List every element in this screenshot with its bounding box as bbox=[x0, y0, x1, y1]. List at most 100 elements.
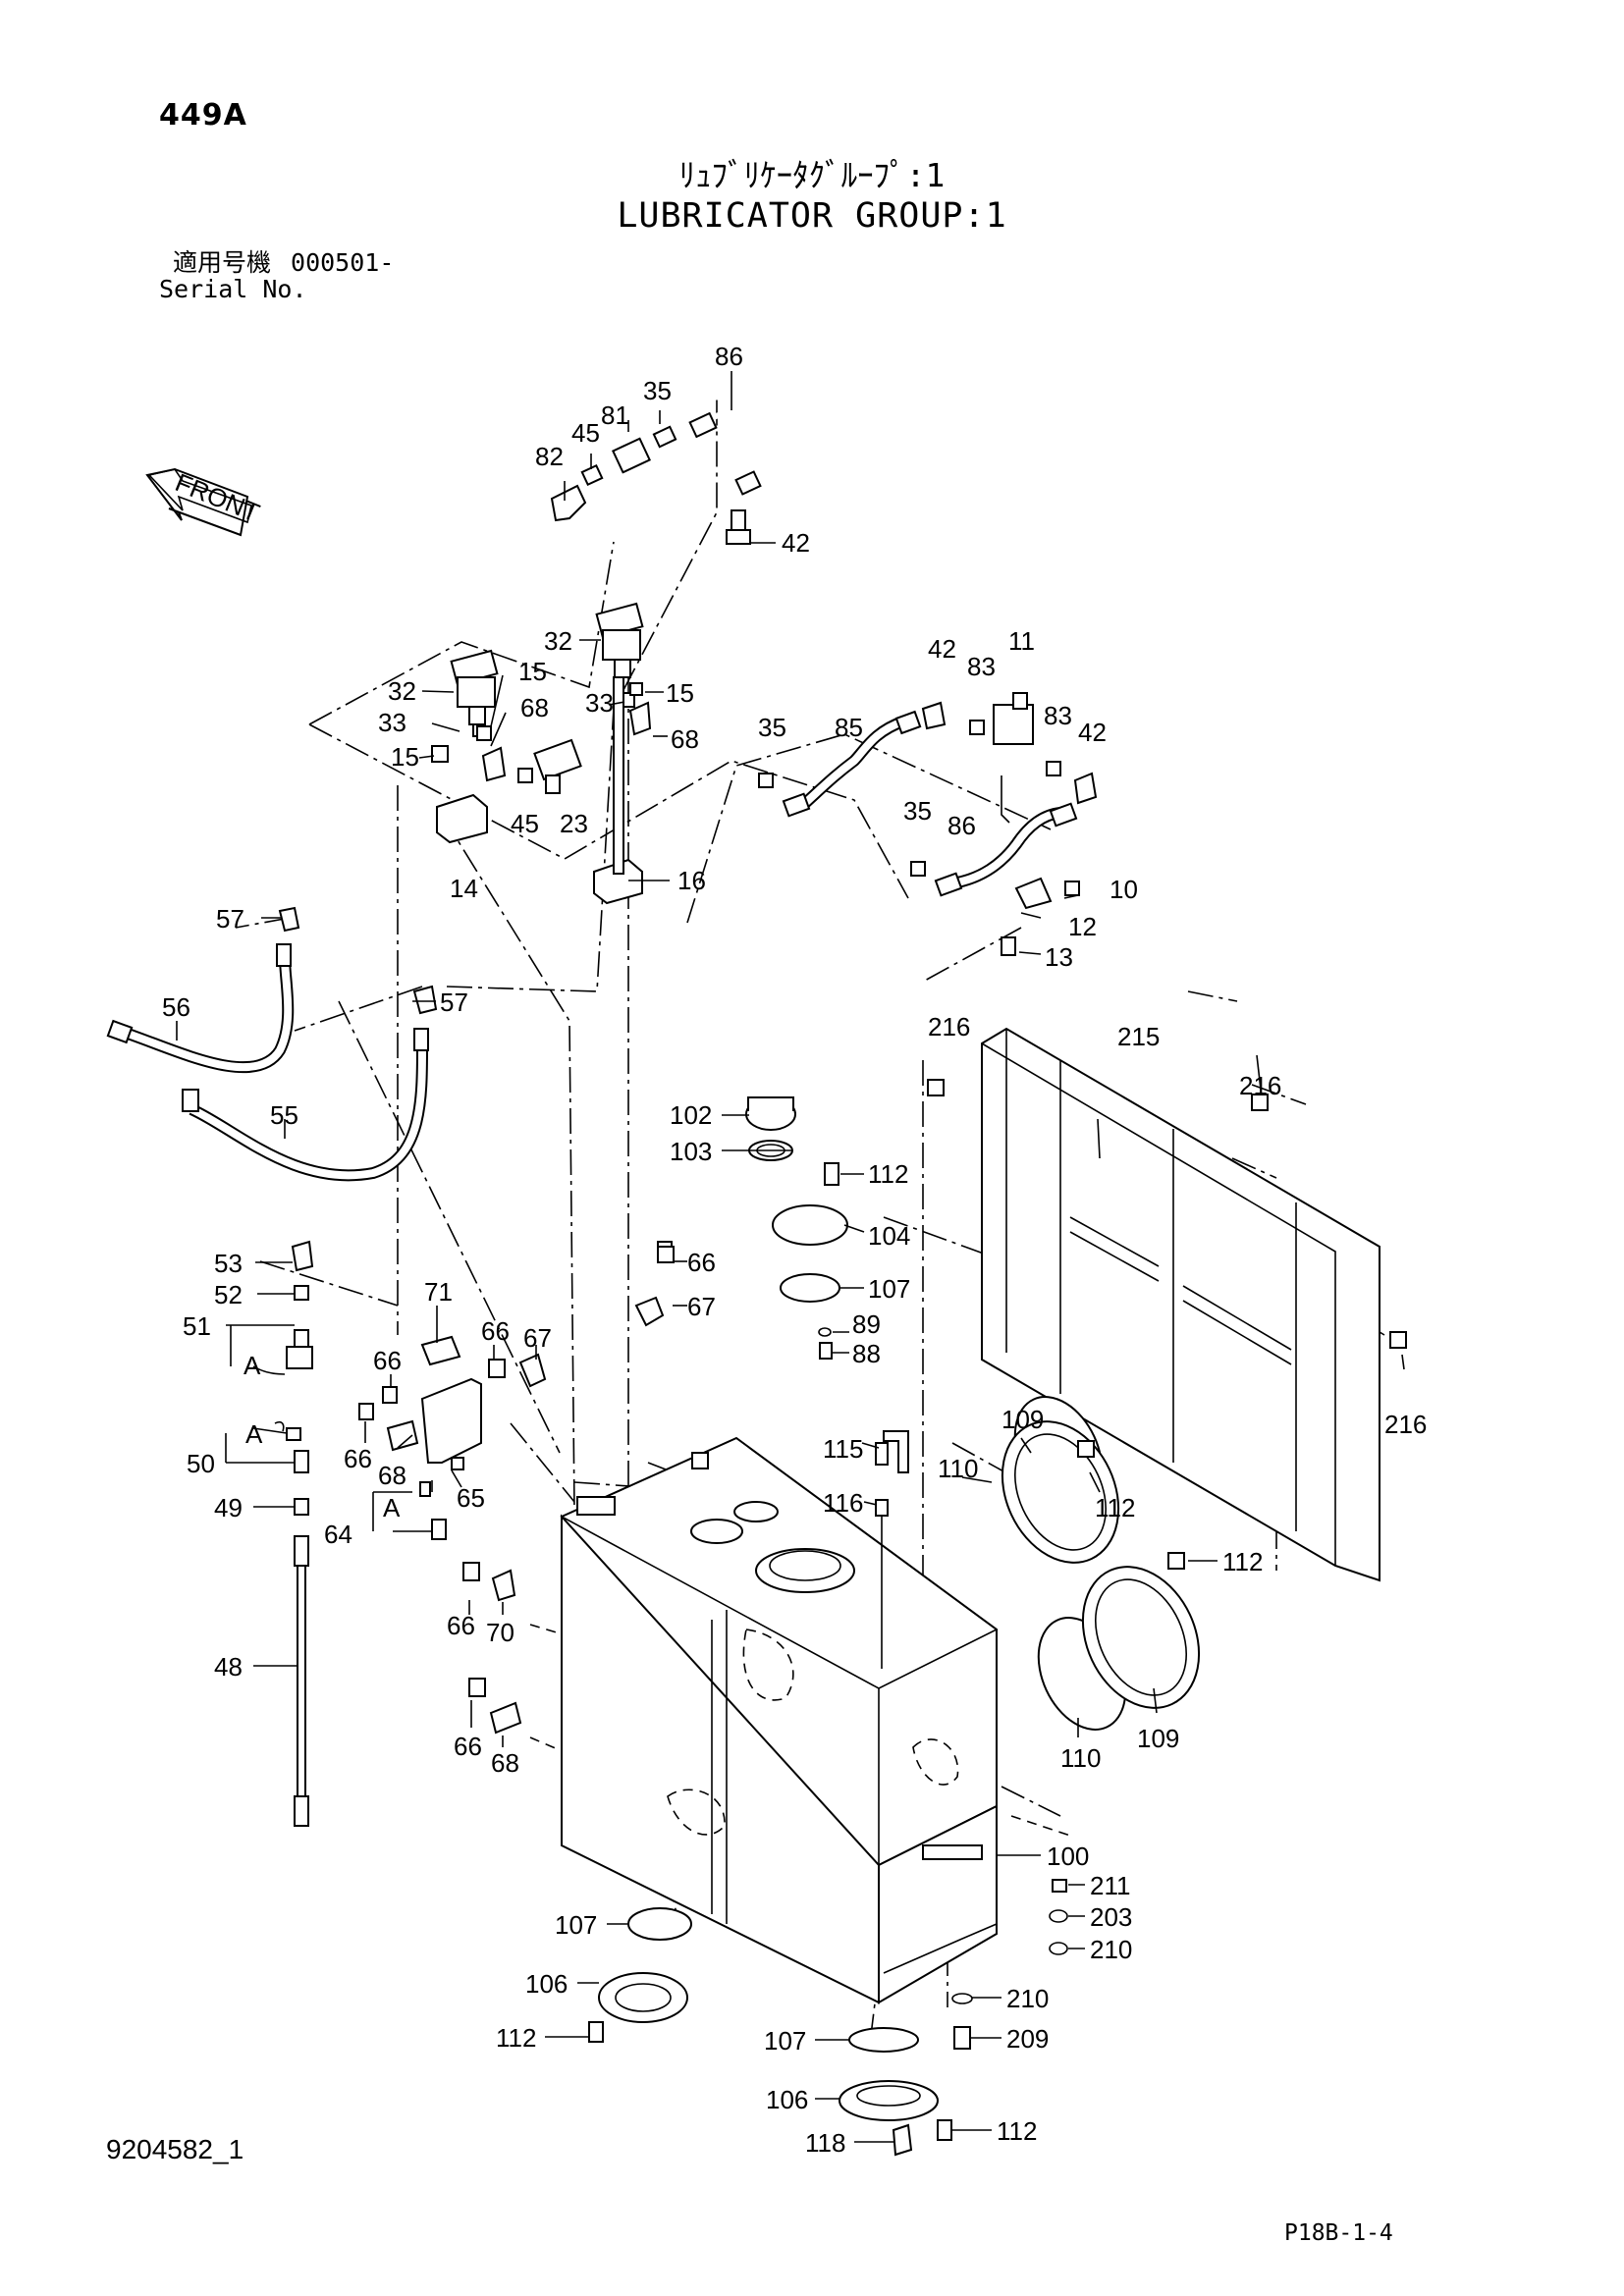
callout-112: 112 bbox=[496, 2023, 536, 2053]
callout-45: 45 bbox=[511, 809, 539, 838]
callout-83: 83 bbox=[1044, 701, 1072, 730]
callout-216: 216 bbox=[928, 1012, 970, 1041]
callout-64: 64 bbox=[324, 1520, 352, 1549]
callout-23: 23 bbox=[560, 809, 588, 838]
callout-56: 56 bbox=[162, 992, 190, 1022]
callout-48: 48 bbox=[214, 1652, 243, 1682]
callout-A: A bbox=[244, 1351, 261, 1380]
callout-100: 100 bbox=[1047, 1842, 1089, 1871]
drawing-number: 9204582_1 bbox=[106, 2134, 244, 2164]
callout-11: 11 bbox=[1008, 626, 1035, 656]
side-covers-and-gaskets bbox=[927, 1079, 1407, 1731]
callout-71: 71 bbox=[424, 1277, 453, 1307]
callout-112: 112 bbox=[1095, 1493, 1135, 1522]
callout-216: 216 bbox=[1384, 1410, 1427, 1439]
callout-13: 13 bbox=[1045, 942, 1073, 972]
callout-42: 42 bbox=[782, 528, 810, 558]
callout-209: 209 bbox=[1006, 2024, 1049, 2054]
callout-83: 83 bbox=[967, 652, 996, 681]
callout-67: 67 bbox=[687, 1292, 716, 1321]
bottom-parts bbox=[588, 1879, 1068, 2157]
callout-109: 109 bbox=[1137, 1724, 1179, 1753]
callout-A: A bbox=[245, 1419, 263, 1449]
callout-16: 16 bbox=[677, 866, 706, 895]
callout-89: 89 bbox=[852, 1309, 881, 1339]
callout-110: 110 bbox=[1060, 1743, 1101, 1773]
callout-82: 82 bbox=[535, 442, 564, 471]
serial-label-jp: 適用号機 bbox=[173, 248, 272, 277]
callout-35: 35 bbox=[643, 376, 672, 405]
callout-107: 107 bbox=[555, 1910, 597, 1940]
callout-86: 86 bbox=[715, 342, 743, 371]
brackets-and-clamps bbox=[358, 1241, 673, 1735]
serial-number-block: 適用号機 000501- Serial No. bbox=[159, 249, 394, 302]
page-code: 449A bbox=[159, 98, 247, 133]
callout-66: 66 bbox=[481, 1316, 510, 1346]
long-hoses bbox=[106, 906, 438, 1182]
callout-68: 68 bbox=[491, 1748, 519, 1778]
callout-15: 15 bbox=[518, 657, 547, 686]
callout-107: 107 bbox=[764, 2026, 806, 2056]
callout-109: 109 bbox=[1001, 1405, 1044, 1434]
callout-67: 67 bbox=[523, 1323, 552, 1353]
front-arrow: FRONT bbox=[145, 467, 264, 537]
callout-15: 15 bbox=[666, 678, 694, 708]
cover-panel bbox=[981, 1027, 1380, 1582]
top-cover-parts bbox=[657, 1096, 909, 1669]
callout-A: A bbox=[383, 1493, 401, 1522]
callout-51: 51 bbox=[183, 1311, 211, 1341]
callout-32: 32 bbox=[388, 676, 416, 706]
callout-70: 70 bbox=[486, 1618, 514, 1647]
callout-66: 66 bbox=[344, 1444, 372, 1473]
title-english: LUBRICATOR GROUP:1 bbox=[617, 196, 1007, 236]
callout-57: 57 bbox=[440, 988, 468, 1017]
callout-42: 42 bbox=[928, 634, 956, 664]
callout-216: 216 bbox=[1239, 1071, 1281, 1100]
callout-215: 215 bbox=[1117, 1022, 1160, 1051]
callout-68: 68 bbox=[378, 1461, 406, 1490]
callout-103: 103 bbox=[670, 1137, 712, 1166]
callout-labels: 86 35 81 45 82 42 32 15 33 68 32 15 33 6… bbox=[162, 342, 1427, 2158]
callout-104: 104 bbox=[868, 1221, 910, 1251]
callout-53: 53 bbox=[214, 1249, 243, 1278]
lubricator-tank bbox=[560, 1436, 999, 2004]
callout-112: 112 bbox=[868, 1159, 908, 1189]
page-reference: P18B-1-4 bbox=[1284, 2220, 1393, 2246]
callout-66: 66 bbox=[454, 1732, 482, 1761]
callout-102: 102 bbox=[670, 1100, 712, 1130]
callout-65: 65 bbox=[457, 1483, 485, 1513]
left-fitting-column bbox=[252, 1240, 447, 1827]
callout-32: 32 bbox=[544, 626, 572, 656]
callout-110: 110 bbox=[938, 1454, 978, 1483]
callout-45: 45 bbox=[571, 418, 600, 448]
callout-55: 55 bbox=[270, 1100, 298, 1130]
serial-value: 000501- bbox=[291, 248, 395, 277]
callout-116: 116 bbox=[823, 1488, 863, 1518]
callout-66: 66 bbox=[447, 1611, 475, 1640]
callout-66: 66 bbox=[687, 1248, 716, 1277]
callout-66: 66 bbox=[373, 1346, 402, 1375]
callout-33: 33 bbox=[378, 708, 406, 737]
callout-115: 115 bbox=[823, 1434, 863, 1464]
callout-10: 10 bbox=[1110, 875, 1138, 904]
callout-112: 112 bbox=[997, 2116, 1037, 2146]
manifold-blocks bbox=[436, 676, 643, 905]
title-japanese: ﾘｭﾌﾞﾘｹｰﾀｸﾞﾙｰﾌﾟ:1 bbox=[678, 156, 946, 194]
callout-50: 50 bbox=[187, 1449, 215, 1478]
callout-15: 15 bbox=[391, 742, 419, 772]
top-hose-assembly bbox=[550, 407, 789, 545]
callout-68: 68 bbox=[671, 724, 699, 754]
callout-35: 35 bbox=[758, 713, 786, 742]
callout-81: 81 bbox=[601, 400, 629, 430]
pressure-switch-center bbox=[595, 602, 644, 678]
callout-210: 210 bbox=[1090, 1935, 1132, 1964]
serial-label-en: Serial No. bbox=[159, 275, 307, 303]
pressure-switch-left bbox=[450, 649, 499, 737]
callout-68: 68 bbox=[520, 693, 549, 722]
callout-106: 106 bbox=[766, 2085, 808, 2114]
callout-107: 107 bbox=[868, 1274, 910, 1304]
callout-86: 86 bbox=[947, 811, 976, 840]
callout-106: 106 bbox=[525, 1969, 568, 1999]
callout-88: 88 bbox=[852, 1339, 881, 1368]
